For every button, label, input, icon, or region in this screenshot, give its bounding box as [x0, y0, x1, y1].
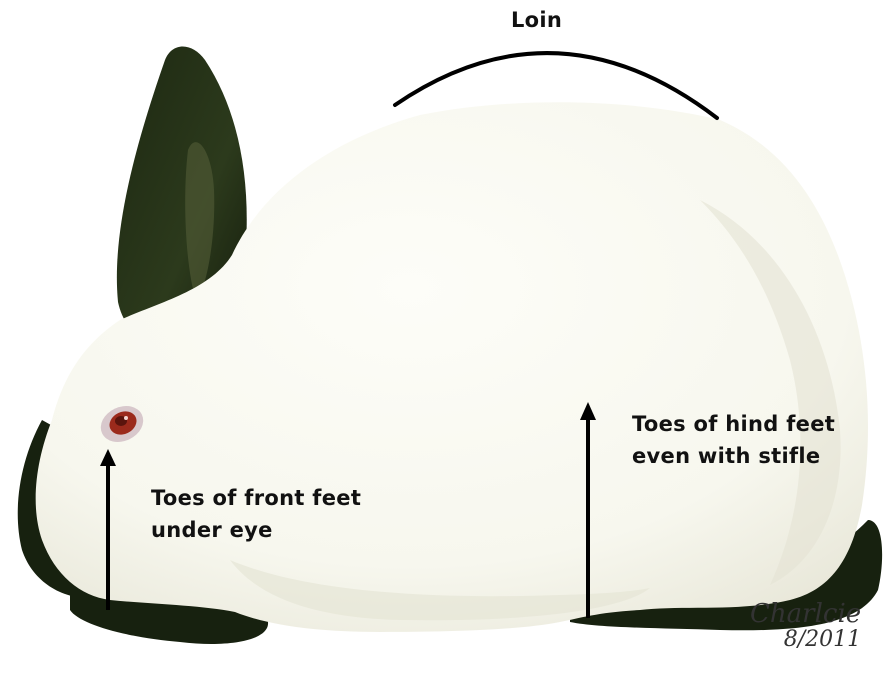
signature-date: 8/2011: [750, 628, 861, 652]
hind-feet-label: Toes of hind feet even with stifle: [632, 408, 835, 472]
artist-signature: Charlcie 8/2011: [750, 600, 861, 652]
hind-feet-label-line-1: Toes of hind feet: [632, 408, 835, 440]
front-feet-label-line-2: under eye: [151, 514, 361, 546]
hind-feet-label-line-2: even with stifle: [632, 440, 835, 472]
signature-name: Charlcie: [750, 600, 861, 628]
front-feet-label-line-1: Toes of front feet: [151, 482, 361, 514]
loin-label-text: Loin: [511, 4, 562, 36]
front-feet-label: Toes of front feet under eye: [151, 482, 361, 546]
loin-label: Loin: [511, 4, 562, 36]
